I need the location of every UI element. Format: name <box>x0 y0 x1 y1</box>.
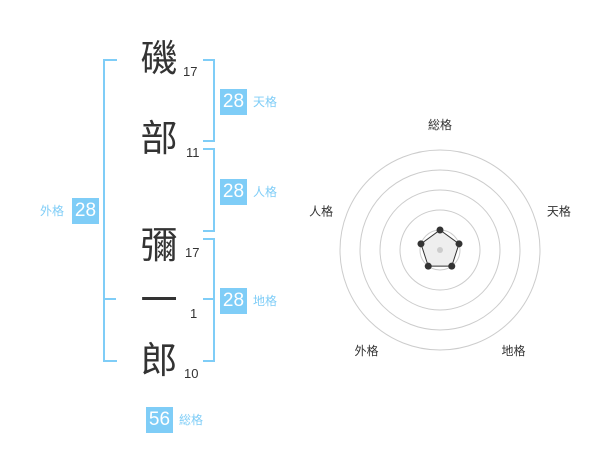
radar-point-1 <box>436 226 444 234</box>
tenkaku-value: 28 <box>220 89 247 115</box>
name-char-4: 一 <box>140 279 178 322</box>
tenkaku-label: 天格 <box>253 95 278 109</box>
stroke-count-1: 17 <box>183 64 198 79</box>
jinkaku-bracket <box>203 148 215 232</box>
chikaku-label: 地格 <box>253 294 278 308</box>
stroke-count-5: 10 <box>184 366 199 381</box>
name-char-5: 郎 <box>140 339 178 382</box>
radar-ring-5 <box>339 149 541 351</box>
radar-ring-4 <box>359 169 521 331</box>
tenkaku-bracket <box>203 59 215 142</box>
soukaku-value: 56 <box>146 407 173 433</box>
radar-ring-3 <box>379 189 501 311</box>
chikaku-bracket <box>203 238 215 362</box>
radar-center-dot <box>437 247 443 253</box>
jinkaku-label: 人格 <box>253 185 278 199</box>
name-char-1: 磯 <box>140 37 178 80</box>
soukaku-label: 総格 <box>179 413 204 427</box>
radar-point-3 <box>448 262 456 270</box>
name-char-3: 彌 <box>140 224 178 267</box>
radar-axis-label-1: 総格 <box>428 117 452 132</box>
radar-point-4 <box>424 262 432 270</box>
stroke-count-4: 1 <box>190 306 198 321</box>
gaikaku-bracket-tick <box>103 298 116 300</box>
stroke-count-3: 17 <box>185 245 200 260</box>
radar-axis-label-5: 人格 <box>309 203 333 218</box>
radar-axis-label-2: 天格 <box>547 203 571 218</box>
radar-axis-label-4: 外格 <box>355 343 379 358</box>
gaikaku-bracket <box>103 59 117 362</box>
radar-point-2 <box>455 240 463 248</box>
radar-axis-label-3: 地格 <box>501 343 525 358</box>
jinkaku-value: 28 <box>220 179 247 205</box>
stroke-count-2: 11 <box>186 145 200 160</box>
gaikaku-label: 外格 <box>40 204 65 218</box>
name-char-2: 部 <box>140 117 178 160</box>
gaikaku-value: 28 <box>72 198 99 224</box>
chikaku-value: 28 <box>220 288 247 314</box>
radar-point-5 <box>417 240 425 248</box>
radar-ring-2 <box>399 209 481 291</box>
chikaku-bracket-tick <box>203 298 215 300</box>
